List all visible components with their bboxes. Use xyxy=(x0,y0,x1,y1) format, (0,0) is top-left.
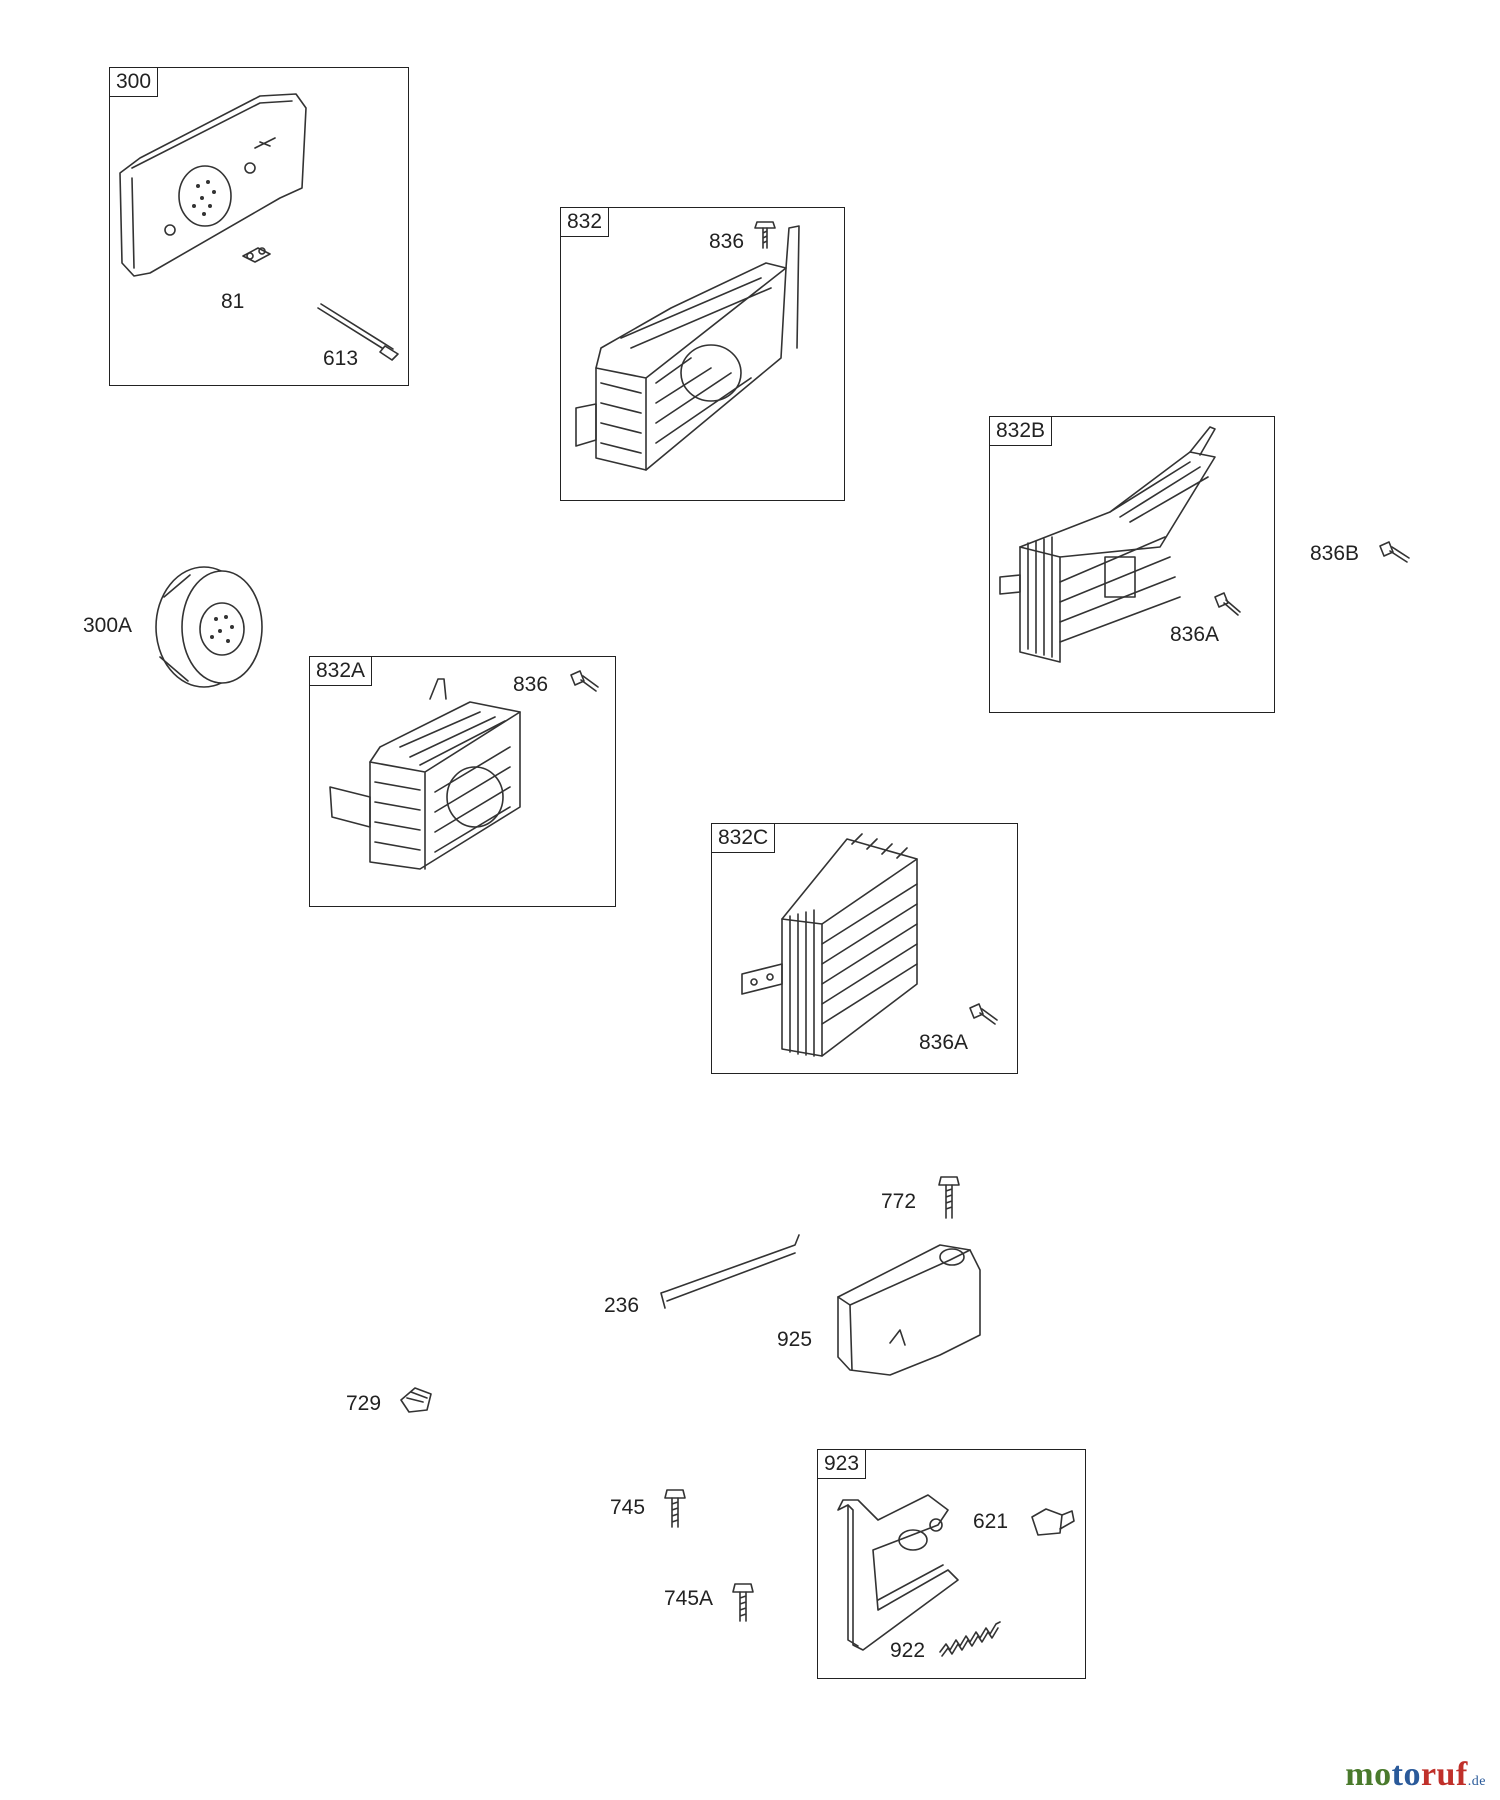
part-number-tag: 832B xyxy=(989,416,1053,446)
callout-621: 621 xyxy=(973,1510,1009,1533)
muffler-icon xyxy=(110,68,410,387)
callout-836a: 836A xyxy=(1170,623,1220,646)
callout-772: 772 xyxy=(881,1190,917,1213)
screw-icon xyxy=(967,1002,1001,1032)
spring-icon xyxy=(936,1618,1006,1658)
part-number-tag: 832A xyxy=(309,656,373,686)
callout-81: 81 xyxy=(221,290,245,313)
part-box-832: 832 836 xyxy=(560,207,845,501)
callout-922: 922 xyxy=(890,1639,926,1662)
muffler-guard-icon xyxy=(990,417,1276,714)
screw-icon xyxy=(568,669,602,699)
screw-icon xyxy=(1212,591,1242,621)
part-box-832b: 832B 836A xyxy=(989,416,1275,713)
muffler-guard-icon xyxy=(712,824,1019,1075)
bracket-icon xyxy=(818,1450,1087,1680)
watermark-logo: motoruf.de xyxy=(1345,1756,1486,1793)
deflector-icon xyxy=(830,1225,1000,1385)
part-box-832c: 832C 836A xyxy=(711,823,1018,1074)
part-number-tag: 300 xyxy=(109,67,159,97)
callout-836a: 836A xyxy=(919,1031,969,1054)
callout-836b: 836B xyxy=(1310,542,1360,565)
screw-icon xyxy=(753,218,779,254)
bracket-icon xyxy=(397,1382,437,1416)
part-box-832a: 832A 836 xyxy=(309,656,616,907)
bracket-icon xyxy=(1028,1503,1078,1543)
part-number-tag: 832C xyxy=(711,823,776,853)
part-box-300: 300 81 613 xyxy=(109,67,409,386)
muffler-guard-icon xyxy=(310,657,617,908)
part-number-tag: 923 xyxy=(817,1449,867,1479)
screw-icon xyxy=(1377,540,1413,570)
callout-613: 613 xyxy=(323,347,359,370)
callout-836: 836 xyxy=(513,673,549,696)
part-number-tag: 832 xyxy=(560,207,610,237)
callout-925: 925 xyxy=(777,1328,813,1351)
callout-236: 236 xyxy=(604,1294,640,1317)
screw-icon xyxy=(936,1174,962,1224)
muffler-icon xyxy=(142,557,272,697)
muffler-guard-icon xyxy=(561,208,846,502)
callout-300a: 300A xyxy=(83,614,133,637)
bracket-icon xyxy=(655,1233,805,1313)
screw-icon xyxy=(731,1581,755,1625)
callout-836: 836 xyxy=(709,230,745,253)
callout-745: 745 xyxy=(610,1496,646,1519)
part-box-923: 923 621 922 xyxy=(817,1449,1086,1679)
callout-729: 729 xyxy=(346,1392,382,1415)
callout-745a: 745A xyxy=(664,1587,714,1610)
screw-icon xyxy=(663,1487,687,1531)
